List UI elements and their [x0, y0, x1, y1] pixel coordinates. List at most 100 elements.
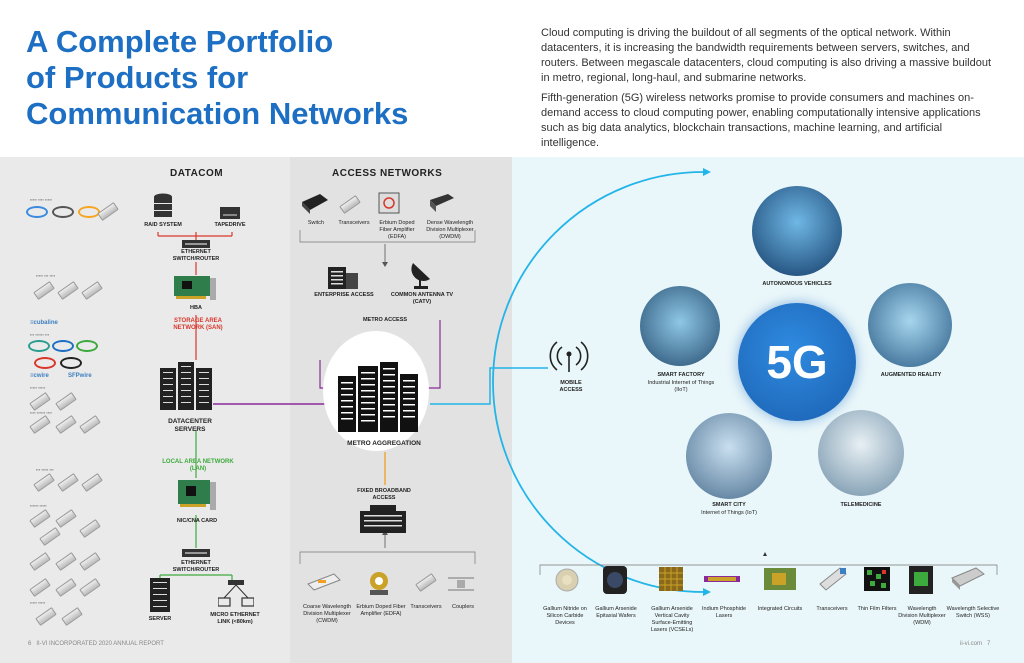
cable-icon — [76, 340, 98, 352]
product-wdm-icon — [906, 564, 936, 602]
product-ic-icon — [762, 564, 798, 602]
raid-label: RAID SYSTEM — [144, 222, 182, 228]
vendor-logo: ≡cubaline — [30, 320, 58, 326]
datacenter-servers-label: DATACENTER SERVERS — [168, 418, 212, 433]
nic-card-label: NIC/CNA CARD — [176, 518, 218, 524]
access-bottom-item: Transceivers — [410, 604, 442, 610]
telemedicine-photo — [818, 410, 904, 496]
mobile-access-label: MOBILE ACCESS — [559, 380, 583, 393]
hba-card-icon — [174, 276, 216, 300]
nic-card-icon — [178, 480, 216, 510]
edfa-coil-icon — [370, 572, 388, 595]
dwdm-icon — [430, 194, 454, 212]
autonomous-vehicles-label: AUTONOMOUS VEHICLES — [762, 281, 832, 287]
intro-paragraph-1: Cloud computing is driving the buildout … — [541, 27, 992, 84]
augmented-reality-label: AUGMENTED REALITY — [880, 372, 942, 378]
lan-label: LOCAL AREA NETWORK (LAN) — [162, 459, 234, 472]
page-title: A Complete Portfolio of Products for Com… — [26, 24, 409, 131]
tape-drive-label: TAPEDRIVE — [214, 222, 246, 228]
switch-router-bottom-label: ETHERNET SWITCH/ROUTER — [172, 560, 220, 573]
enterprise-building-icon — [328, 267, 358, 289]
access-bottom-item: Couplers — [451, 604, 474, 610]
telemedicine-label: TELEMEDICINE — [840, 502, 882, 508]
san-label: STORAGE AREA NETWORK (SAN) — [173, 318, 223, 331]
switch-router-top-label: ETHERNET SWITCH/ROUTER — [172, 249, 220, 262]
vendor-logo: SFPwire — [68, 373, 92, 379]
antenna-dish-icon — [411, 263, 430, 289]
cwdm-icon — [307, 573, 341, 591]
coupler-icon — [448, 577, 474, 591]
smart-factory-label: SMART FACTORY — [657, 372, 705, 378]
datacom-panel — [0, 157, 290, 663]
cable-icon — [52, 340, 74, 352]
cable-icon — [26, 206, 48, 218]
product-transceiver-icon — [818, 564, 848, 602]
vendor-logo: ≡cwire — [30, 373, 49, 379]
smart-city-photo — [686, 413, 772, 499]
intro-paragraph-2: Fifth-generation (5G) wireless networks … — [541, 92, 981, 149]
access-top-item: Transceivers — [338, 220, 370, 226]
switch-icon — [182, 240, 210, 248]
page-number-right: 7 — [987, 641, 991, 647]
product-wss-icon — [950, 564, 986, 602]
metro-access-label: METRO ACCESS — [362, 317, 408, 323]
tape-drive-icon — [220, 207, 240, 219]
switch-icon — [182, 549, 210, 557]
smart-factory-photo — [640, 286, 720, 366]
footer-right: ii-vi.com 7 — [960, 641, 990, 647]
micro-ethernet-label: MICRO ETHERNET LINK (<80km) — [210, 612, 260, 625]
product-label: Wavelength Division Multiplexer (WDM) — [898, 606, 946, 626]
metro-aggregation-label: METRO AGGREGATION — [347, 440, 421, 447]
access-bottom-item: Erbium Doped Fiber Amplifier (EDFA) — [356, 604, 406, 617]
cable-icon — [52, 206, 74, 218]
product-wafer-icon — [600, 564, 630, 602]
product-label: Integrated Circuits — [757, 606, 803, 612]
cable-icon — [60, 357, 82, 369]
page-number-left: 6 — [28, 641, 32, 647]
product-gan-icon — [552, 564, 582, 602]
datacom-heading: DATACOM — [170, 168, 224, 179]
micro-ethernet-icon — [218, 580, 254, 607]
broadband-building-icon — [360, 505, 406, 533]
access-top-item: Dense Wavelength Division Multiplexer (D… — [426, 220, 474, 240]
report-name: II-VI INCORPORATED 2020 ANNUAL REPORT — [36, 641, 164, 647]
product-label: Thin Film Filters — [857, 606, 897, 612]
product-label: Gallium Arsenide Vertical Cavity Surface… — [650, 606, 694, 633]
product-label: Wavelength Selective Switch (WSS) — [946, 606, 1000, 619]
fixed-broadband-label: FIXED BROADBAND ACCESS — [357, 488, 411, 501]
product-label: Gallium Arsenide Epitaxial Wafers — [595, 606, 637, 619]
cable-icon — [34, 357, 56, 369]
autonomous-vehicles-photo — [752, 186, 842, 276]
switch-device-icon — [302, 194, 328, 214]
server-label: SERVER — [148, 616, 172, 622]
access-top-item: Switch — [307, 220, 325, 226]
product-inp-laser-icon — [702, 564, 742, 602]
product-label: Indium Phosphide Lasers — [701, 606, 747, 619]
catv-label: COMMON ANTENNA TV (CATV) — [390, 292, 454, 305]
access-bottom-item: Coarse Wavelength Division Multiplexer (… — [302, 604, 352, 624]
raid-system-icon — [154, 193, 172, 217]
mobile-tower-icon — [549, 341, 589, 372]
datacenter-servers-icon — [160, 362, 212, 410]
smart-city-label: SMART CITY — [712, 502, 746, 508]
access-top-item: Erbium Doped Fiber Amplifier (EDFA) — [379, 220, 415, 240]
hba-label: HBA — [190, 305, 202, 311]
augmented-reality-photo — [868, 283, 952, 367]
cable-icon — [78, 206, 100, 218]
product-label: Transceivers — [816, 606, 848, 612]
server-icon — [150, 578, 170, 612]
intro-text: Cloud computing is driving the buildout … — [541, 26, 993, 156]
5g-badge: 5G — [738, 303, 856, 421]
enterprise-access-label: ENTERPRISE ACCESS — [314, 292, 374, 298]
smart-factory-subtitle: Industrial Internet of Things (IIoT) — [647, 380, 715, 393]
cable-icon — [28, 340, 50, 352]
footer-left: 6 II-VI INCORPORATED 2020 ANNUAL REPORT — [28, 641, 164, 647]
product-thin-film-icon — [862, 564, 892, 602]
product-vcsel-icon — [656, 564, 686, 602]
smart-city-subtitle: Internet of Things (IoT) — [701, 510, 757, 516]
access-networks-heading: ACCESS NETWORKS — [332, 168, 443, 179]
product-label: Gallium Nitride on Silicon Carbide Devic… — [543, 606, 587, 626]
metro-buildings-icon — [338, 362, 418, 432]
edfa-icon — [378, 192, 400, 214]
